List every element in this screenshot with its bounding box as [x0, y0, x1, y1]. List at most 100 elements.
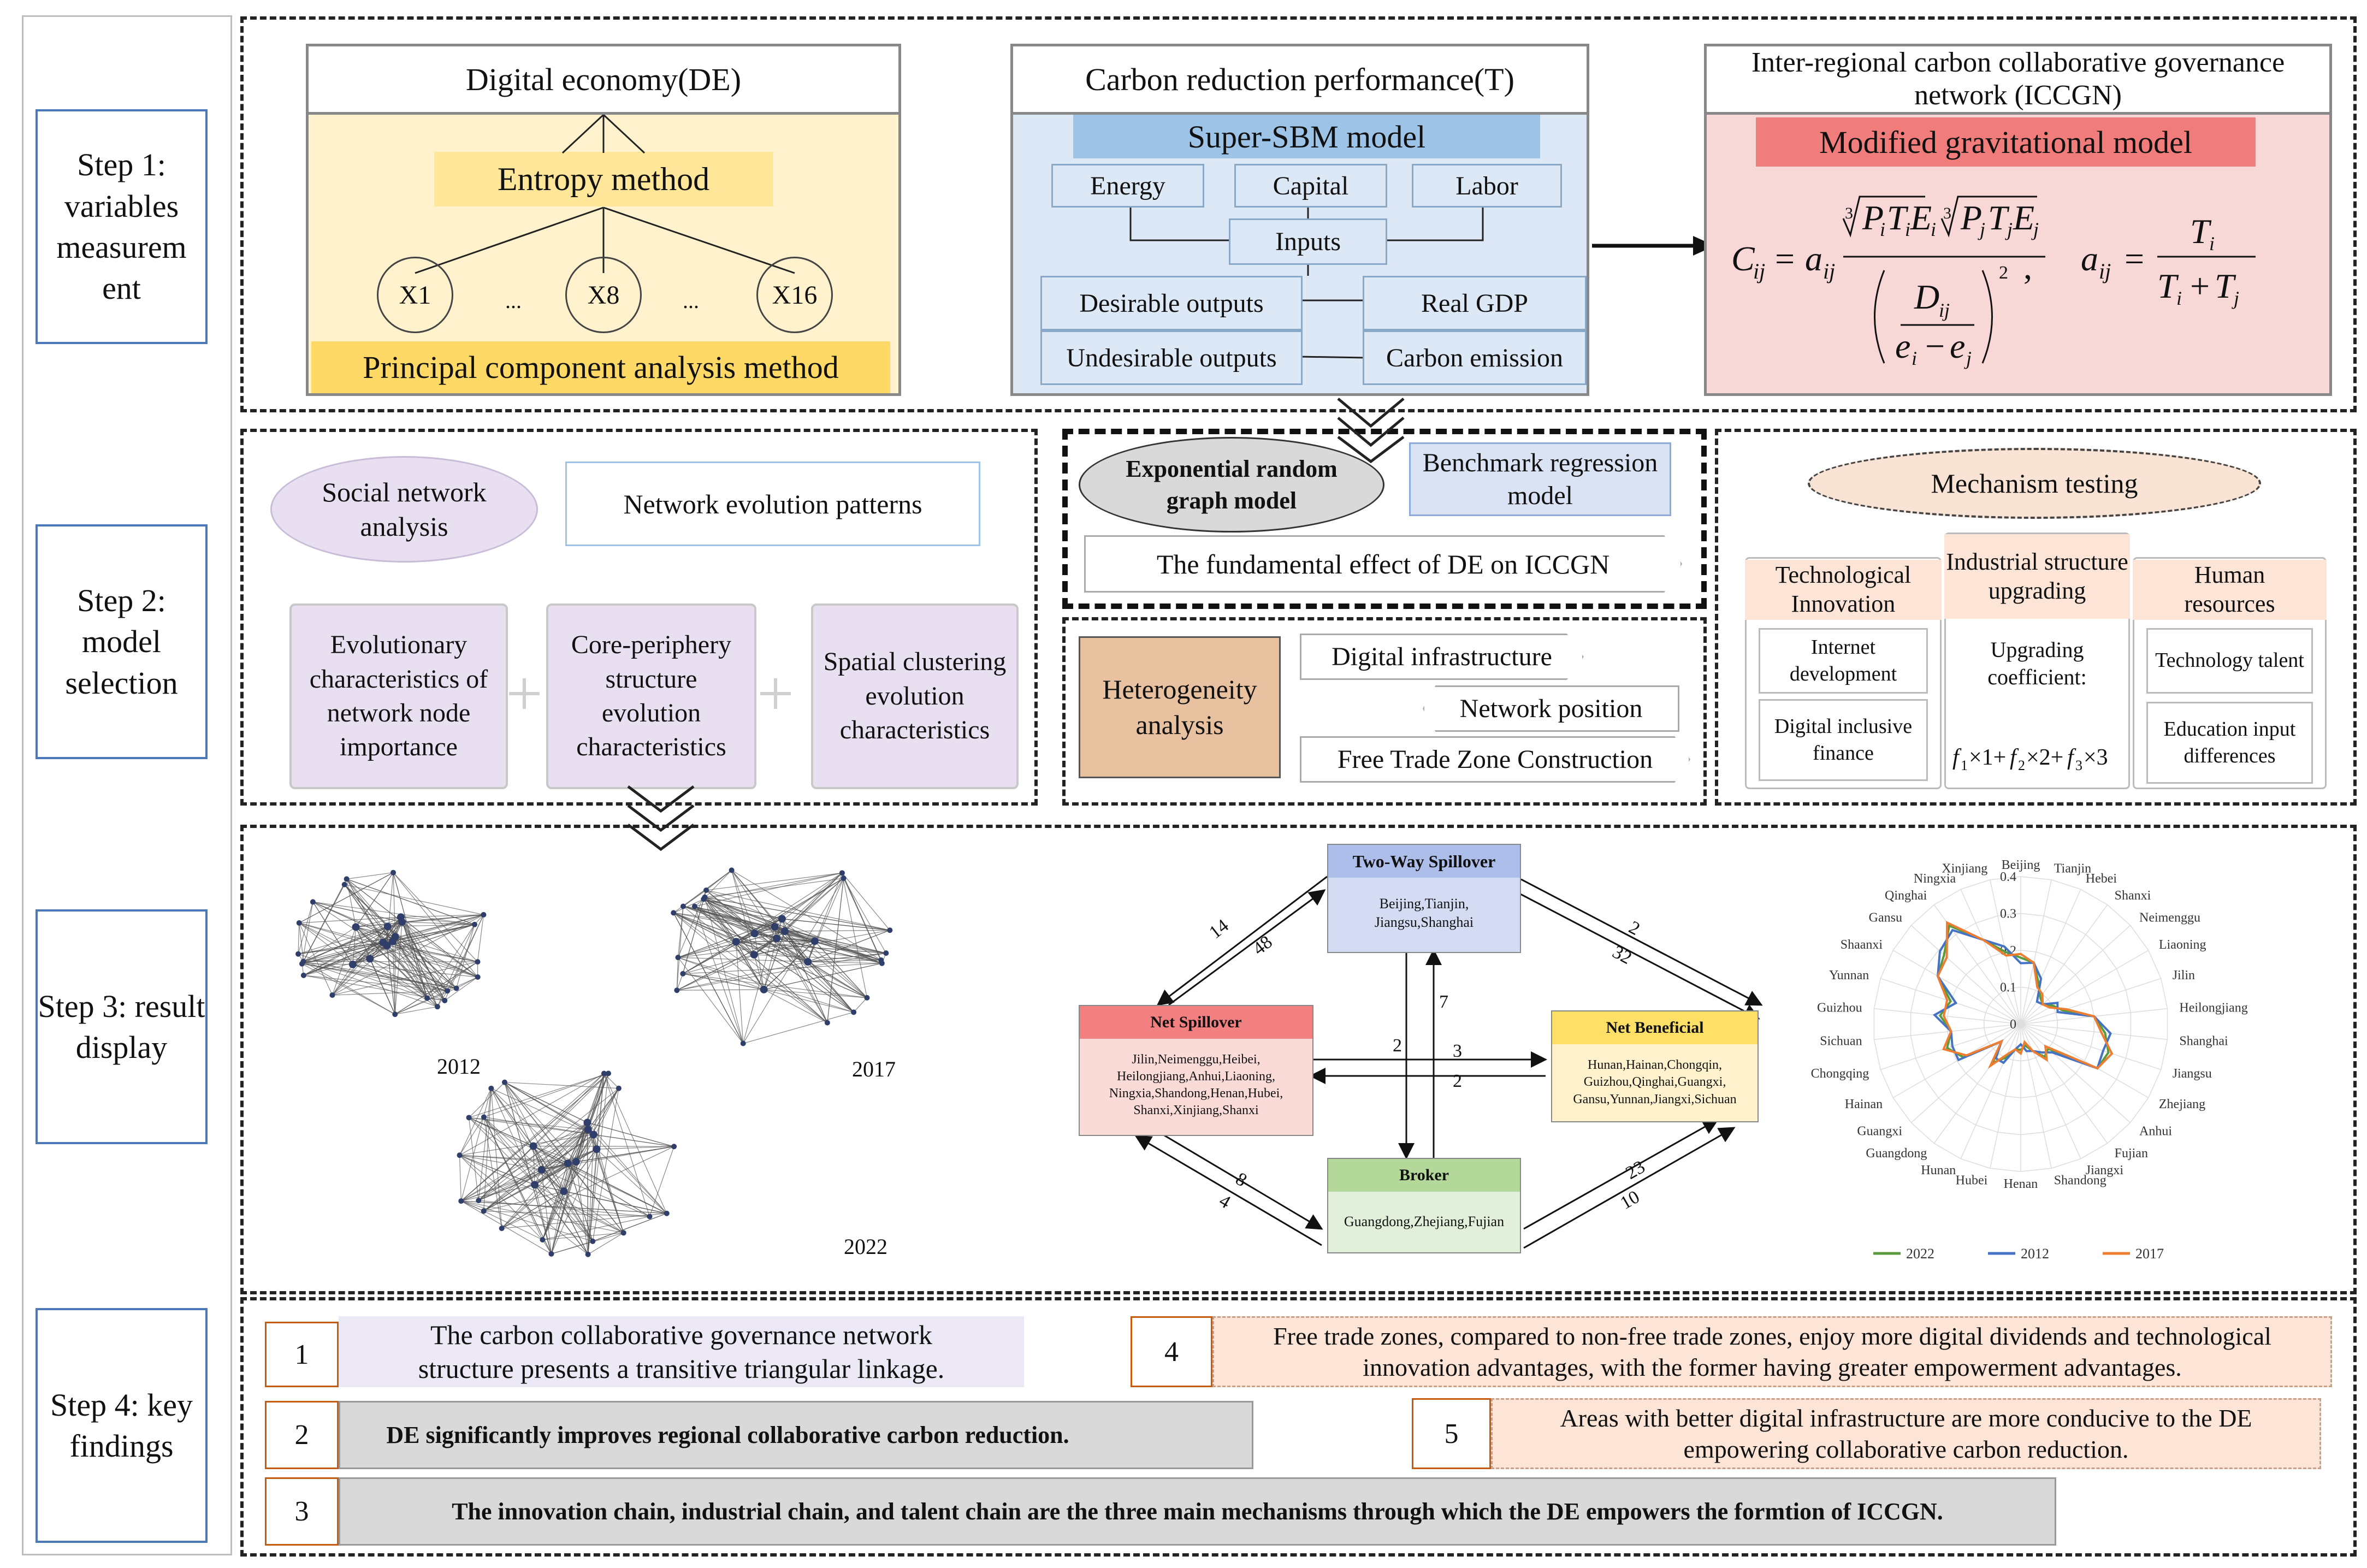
network-node — [383, 922, 392, 931]
svg-text:2: 2 — [1393, 1036, 1402, 1056]
year-2022-label: 2022 — [844, 1234, 887, 1259]
finding-3-text: The innovation chain, industrial chain, … — [339, 1477, 2056, 1546]
radar-spoke — [2020, 1023, 2131, 1123]
svg-text:a: a — [2081, 239, 2098, 278]
svg-text:T: T — [2215, 267, 2236, 305]
step-sidebar — [22, 15, 232, 1555]
radar-axis-label: Shandong — [2054, 1174, 2106, 1188]
svg-text:2: 2 — [1625, 917, 1643, 939]
network-node — [810, 937, 819, 945]
network-node — [703, 887, 709, 893]
step2-sna-frame — [240, 429, 1038, 806]
network-node — [878, 957, 884, 963]
network-node — [392, 1011, 398, 1017]
network-node — [671, 1144, 677, 1150]
svg-text:2: 2 — [1999, 263, 2008, 283]
technology-talent: Technology talent — [2146, 628, 2313, 694]
radar-spoke — [2020, 1023, 2162, 1070]
network-node — [585, 1251, 591, 1257]
radar-axis-label: Chongqing — [1811, 1067, 1869, 1081]
t-title: Carbon reduction performance(T) — [1010, 44, 1589, 115]
radar-spoke — [2020, 978, 2162, 1025]
network-node — [499, 1226, 505, 1232]
radar-spoke — [2020, 925, 2131, 1025]
network-node — [887, 927, 893, 933]
radar-spoke — [2020, 1023, 2149, 1098]
network-node — [780, 927, 789, 936]
network-node — [732, 938, 740, 946]
network-node — [824, 1020, 830, 1026]
radar-spoke — [1960, 1023, 2021, 1159]
svg-text:1: 1 — [1961, 758, 1968, 773]
legend-label: 2017 — [2135, 1246, 2164, 1262]
radar-axis-label: Beijing — [2002, 858, 2040, 872]
human-resources-group — [2133, 557, 2327, 789]
network-node — [616, 1085, 622, 1091]
net-beneficial-block: Net Beneficial Hunan,Hainan,Chongqin, Gu… — [1551, 1010, 1759, 1122]
tech-innovation-label: Technological Innovation — [1745, 560, 1942, 620]
radar-axis-label: Neimenggu — [2139, 911, 2200, 925]
network-node — [647, 1214, 653, 1220]
radar-axis-label: Heilongjiang — [2179, 1001, 2247, 1015]
network-node — [572, 1158, 580, 1166]
svg-text:j: j — [2232, 287, 2239, 309]
network-node — [501, 1079, 507, 1085]
network-node — [475, 959, 481, 965]
svg-text:,: , — [2023, 247, 2032, 286]
network-node — [434, 1004, 440, 1010]
de-title: Digital economy(DE) — [306, 44, 901, 115]
plus-icon: + — [757, 657, 794, 730]
radar-tick: 0.4 — [2000, 870, 2016, 884]
heterogeneity-analysis: Heterogeneity analysis — [1079, 636, 1281, 778]
step2-ergm-frame — [1062, 429, 1707, 609]
year-2012-label: 2012 — [437, 1054, 481, 1079]
svg-text:48: 48 — [1249, 932, 1276, 959]
tech-innovation-group — [1745, 557, 1942, 789]
node-importance-box: Evolutionary characteristics of network … — [289, 603, 508, 789]
real-gdp-box: Real GDP — [1363, 276, 1587, 330]
network-node — [804, 957, 812, 966]
radar-axis-label: Jiangxi — [2086, 1163, 2124, 1178]
network-node — [851, 1009, 857, 1015]
network-node — [348, 960, 357, 968]
svg-text:D: D — [1914, 277, 1939, 316]
digital-infrastructure: Digital infrastructure — [1300, 634, 1584, 680]
radar-spoke — [2020, 904, 2108, 1025]
svg-text:T: T — [1887, 198, 1909, 237]
radar-axis-label: Fujian — [2115, 1146, 2148, 1161]
svg-text:2: 2 — [1453, 1071, 1462, 1091]
network-node — [310, 899, 316, 905]
step4-frame — [240, 1297, 2357, 1557]
svg-text:P: P — [1862, 198, 1884, 237]
two-way-members: Beijing,Tianjin, Jiangsu,Shanghai — [1374, 896, 1474, 930]
svg-text:3: 3 — [1845, 204, 1853, 222]
step3-label: Step 3: result display — [35, 909, 208, 1144]
de-dots-2: ... — [683, 288, 699, 313]
radar-tick: 0 — [2010, 1017, 2016, 1032]
radar-spoke — [1874, 1008, 2021, 1025]
network-node — [300, 958, 306, 965]
network-node — [841, 875, 847, 881]
radar-axis-label: Henan — [2004, 1177, 2038, 1191]
svg-text:P: P — [1960, 198, 1982, 237]
step1-frame — [240, 16, 2357, 412]
t-to-iccgn-arrow — [1592, 236, 1715, 256]
network-node — [548, 1251, 554, 1257]
network-node — [329, 992, 335, 998]
network-node — [445, 988, 451, 994]
network-node — [344, 876, 350, 882]
core-periphery-box: Core-periphery structure evolution chara… — [546, 603, 756, 789]
legend-label: 2022 — [1906, 1246, 1934, 1262]
entropy-method: Entropy method — [434, 152, 773, 206]
svg-text:=: = — [2125, 239, 2144, 278]
finding-5-number: 5 — [1412, 1398, 1491, 1469]
finding-2: 2 DE significantly improves regional col… — [262, 1398, 1256, 1472]
radar-axis-label: Sichuan — [1820, 1034, 1862, 1049]
network-position: Network position — [1423, 685, 1679, 732]
network-node — [475, 974, 481, 980]
step1-label: Step 1: variables measurem ent — [35, 109, 208, 344]
network-node — [601, 1070, 607, 1076]
svg-text:C: C — [1731, 239, 1755, 278]
network-node — [476, 1198, 482, 1204]
chevron-down-icon — [1337, 398, 1405, 464]
